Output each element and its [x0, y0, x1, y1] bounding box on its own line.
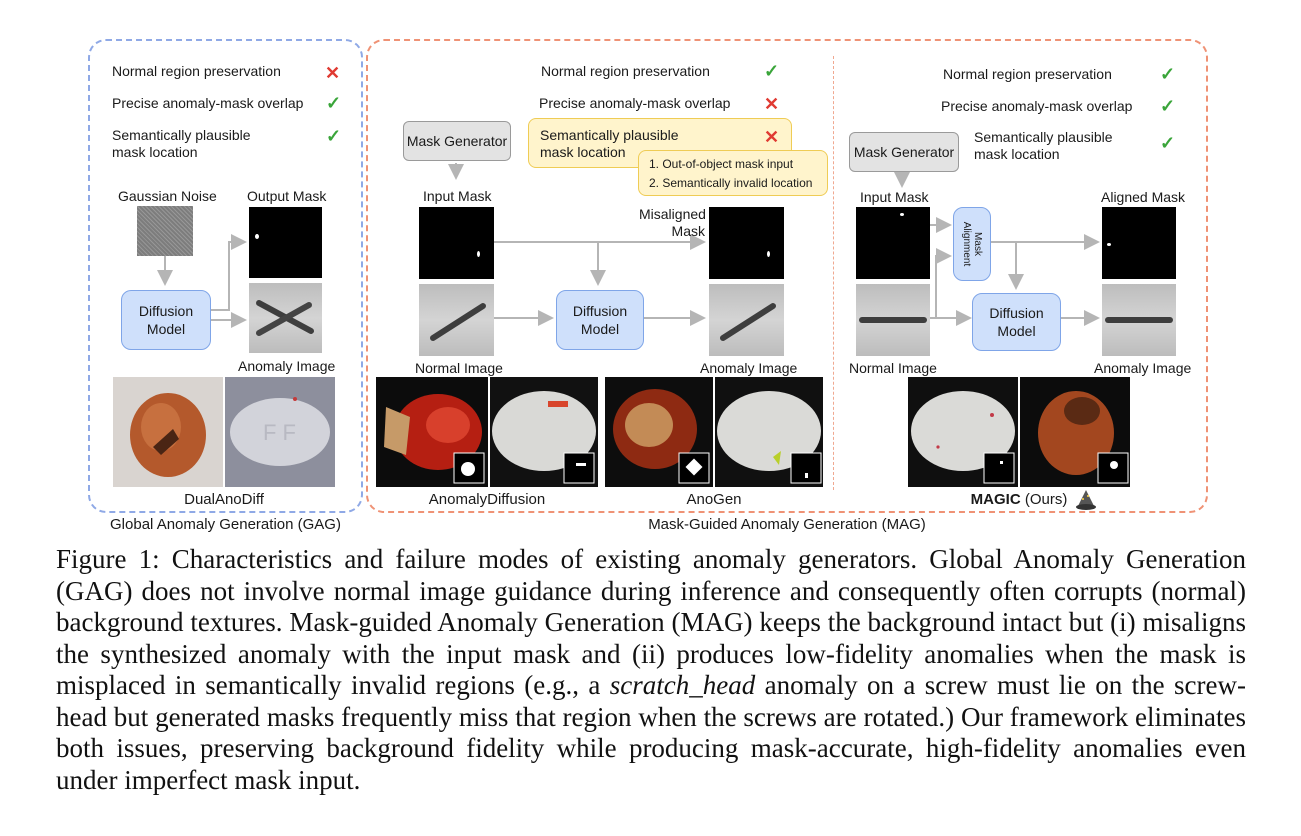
caption-text-suffix: anomaly on a screw must lie on the screw… — [56, 670, 1246, 795]
mag-misaligned-mask-image — [709, 207, 784, 279]
mag-normal-image-label: Normal Image — [415, 360, 503, 376]
mag-magic-divider — [833, 56, 834, 490]
gag-panel-title: Global Anomaly Generation (GAG) — [110, 516, 341, 533]
mag-input-mask-label: Input Mask — [423, 188, 492, 204]
svg-text:F F: F F — [263, 420, 296, 445]
magic-aligned-mask-image — [1102, 207, 1176, 279]
figure-caption: Figure 1: Characteristics and failure mo… — [56, 544, 1246, 796]
mask-alignment-box: Mask Alignment — [953, 207, 991, 281]
mag-panel — [366, 39, 1208, 513]
gag-output-mask-image — [249, 207, 322, 278]
mag-mask-generator-box: Mask Generator — [403, 121, 511, 161]
magic-anomaly-screw-image — [1102, 284, 1176, 356]
magic-aligned-mask-label: Aligned Mask — [1101, 189, 1186, 205]
mag-normal-screw-image — [419, 284, 494, 356]
check-icon: ✓ — [1160, 133, 1176, 153]
anomalydiffusion-pill-image — [490, 377, 598, 487]
anomalydiffusion-hazelnut-image — [376, 377, 488, 487]
anogen-hazelnut-image — [605, 377, 713, 487]
mag-method-a-name: AnomalyDiffusion — [428, 491, 546, 508]
gag-pill-image: F F — [225, 377, 335, 487]
failure-note-1: 1. Out-of-object mask input — [649, 157, 794, 171]
magic-method-label: MAGIC (Ours) — [908, 491, 1130, 508]
gag-diffusion-model-box: Diffusion Model — [121, 290, 211, 350]
magic-criterion-1: Normal region preservation — [943, 66, 1112, 82]
magic-input-mask-image — [856, 207, 930, 279]
mag-criterion-1: Normal region preservation — [541, 63, 710, 79]
magic-anomaly-image-label: Anomaly Image — [1094, 360, 1192, 376]
gaussian-noise-label: Gaussian Noise — [118, 188, 217, 204]
check-icon: ✓ — [326, 126, 342, 146]
gag-criterion-3: Semantically plausible mask location — [112, 127, 251, 160]
magic-method-name: MAGIC — [970, 491, 1021, 508]
gag-method-name: DualAnoDiff — [184, 491, 264, 508]
magic-normal-screw-image — [856, 284, 930, 356]
mag-anomaly-screw-image — [709, 284, 784, 356]
mag-criterion-3: Semantically plausible mask location — [540, 127, 679, 160]
gag-criterion-2: Precise anomaly-mask overlap — [112, 95, 304, 111]
magic-criterion-2: Precise anomaly-mask overlap — [941, 98, 1133, 114]
magic-hazelnut-image — [1020, 377, 1130, 487]
caption-text-italic: scratch_head — [609, 670, 756, 700]
gag-anomaly-screw-image — [249, 283, 322, 353]
cross-icon: ✕ — [764, 127, 780, 147]
failure-note-2: 2. Semantically invalid location — [649, 176, 813, 190]
magic-criterion-3: Semantically plausible mask location — [974, 129, 1113, 162]
flow-arrows — [157, 163, 1100, 328]
check-icon: ✓ — [326, 93, 342, 113]
check-icon: ✓ — [764, 61, 780, 81]
magic-method-suffix: (Ours) — [1024, 491, 1068, 508]
mag-diffusion-model-box: Diffusion Model — [556, 290, 644, 350]
gag-criterion-1: Normal region preservation — [112, 63, 281, 79]
magic-diffusion-model-box: Diffusion Model — [972, 293, 1061, 351]
gag-anomaly-image-label: Anomaly Image — [238, 358, 336, 374]
mag-panel-title: Mask-Guided Anomaly Generation (MAG) — [648, 516, 926, 533]
cross-icon: ✕ — [764, 94, 780, 114]
magic-input-mask-label: Input Mask — [860, 189, 929, 205]
gag-panel — [88, 39, 363, 513]
mag-criterion-2: Precise anomaly-mask overlap — [539, 95, 731, 111]
gag-hazelnut-image — [113, 377, 223, 487]
mag-method-b-name: AnoGen — [686, 491, 742, 508]
magic-pill-image — [908, 377, 1018, 487]
mag-misaligned-mask-label: Misaligned Mask — [639, 206, 706, 239]
caption-text-prefix: Figure 1: Characteristics and failure mo… — [56, 544, 1246, 700]
check-icon: ✓ — [1160, 96, 1176, 116]
mag-failure-notes: 1. Out-of-object mask input 2. Semantica… — [638, 150, 828, 196]
gaussian-noise-image — [137, 206, 193, 256]
magic-mask-generator-box: Mask Generator — [849, 132, 959, 172]
magic-normal-image-label: Normal Image — [849, 360, 937, 376]
wizard-hat-icon — [1076, 490, 1096, 510]
mask-alignment-label: Mask Alignment — [961, 221, 983, 267]
cross-icon: ✕ — [325, 63, 341, 83]
check-icon: ✓ — [1160, 64, 1176, 84]
mag-input-mask-image — [419, 207, 494, 279]
gag-output-mask-label: Output Mask — [247, 188, 327, 204]
mag-anomaly-image-label: Anomaly Image — [700, 360, 798, 376]
anogen-pill-image — [715, 377, 823, 487]
